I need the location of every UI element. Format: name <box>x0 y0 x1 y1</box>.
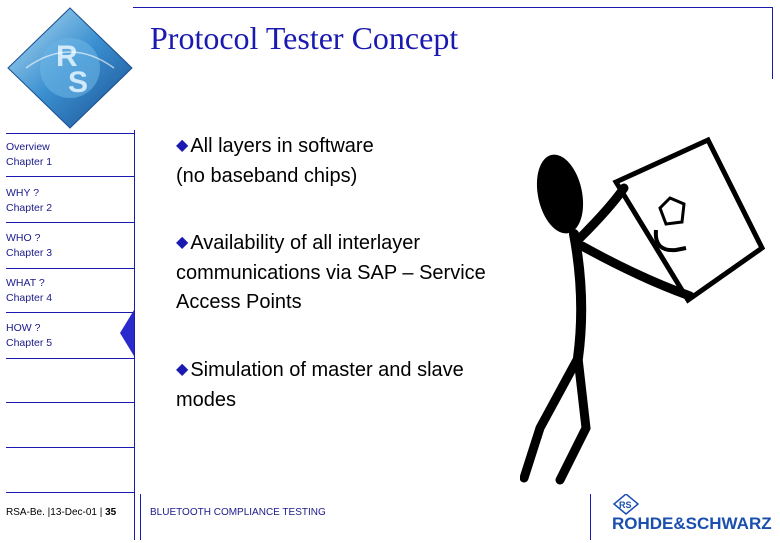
nav-divider <box>6 176 134 177</box>
footer-divider <box>590 494 591 540</box>
sidebar-item-label: Overview <box>6 141 50 153</box>
sidebar-divider <box>134 130 135 540</box>
sidebar-item-label: WHAT ? <box>6 277 45 289</box>
footer-divider <box>6 492 134 493</box>
sidebar-item-sublabel: Chapter 4 <box>6 292 53 304</box>
diamond-bullet-icon: ◆ <box>176 361 189 378</box>
bullet-item: ◆Simulation of master and slave modes <box>176 356 556 415</box>
rohde-schwarz-logo: RS <box>600 493 776 538</box>
bullet-text: communications via SAP – Service <box>176 262 486 284</box>
page-number: 35 <box>105 507 117 518</box>
sidebar-item-how[interactable]: HOW ? Chapter 5 <box>6 321 134 351</box>
page-title: Protocol Tester Concept <box>150 20 459 56</box>
footer-info: RSA-Be. |13-Dec-01 | 35 <box>6 507 116 518</box>
rs-globe-logo: R S <box>6 6 134 130</box>
nav-divider <box>6 268 134 269</box>
sidebar-item-sublabel: Chapter 2 <box>6 202 53 214</box>
sidebar-item-sublabel: Chapter 3 <box>6 247 53 259</box>
diamond-bullet-icon: ◆ <box>176 234 189 251</box>
brand-name: ROHDE&SCHWARZ <box>612 514 772 533</box>
bullet-text: Access Points <box>176 291 302 313</box>
nav-divider <box>6 358 134 359</box>
title-frame <box>133 7 773 79</box>
sidebar-item-what[interactable]: WHAT ? Chapter 4 <box>6 276 134 306</box>
sidebar-item-label: HOW ? <box>6 322 41 334</box>
sidebar-item-overview[interactable]: Overview Chapter 1 <box>6 140 134 170</box>
nav-divider <box>6 312 134 313</box>
sidebar-item-label: WHY ? <box>6 187 40 199</box>
svg-text:S: S <box>68 66 88 99</box>
footer-date-ref: RSA-Be. |13-Dec-01 | <box>6 507 106 518</box>
sidebar-item-why[interactable]: WHY ? Chapter 2 <box>6 186 134 216</box>
nav-divider <box>6 133 134 134</box>
diamond-bullet-icon: ◆ <box>176 137 189 154</box>
bullet-item: ◆Availability of all interlayer communic… <box>176 229 556 317</box>
sidebar-item-label: WHO ? <box>6 232 41 244</box>
sidebar-item-sublabel: Chapter 5 <box>6 337 53 349</box>
bullet-text: (no baseband chips) <box>176 165 358 187</box>
bullet-text: modes <box>176 389 237 411</box>
footer-divider <box>140 494 141 540</box>
svg-text:R: R <box>56 40 78 73</box>
sidebar-item-who[interactable]: WHO ? Chapter 3 <box>6 231 134 261</box>
sidebar-item-sublabel: Chapter 1 <box>6 156 53 168</box>
bullet-item: ◆All layers in software (no baseband chi… <box>176 132 556 191</box>
footer-section-title: BLUETOOTH COMPLIANCE TESTING <box>150 507 326 518</box>
nav-divider <box>6 222 134 223</box>
stick-figure-illustration <box>519 128 770 488</box>
rs-logo-letters: RS <box>619 500 632 510</box>
nav-divider <box>6 447 134 448</box>
bullet-text: Availability of all interlayer <box>190 232 421 254</box>
bullet-text: Simulation of master and slave <box>190 359 464 381</box>
nav-divider <box>6 402 134 403</box>
active-section-indicator <box>118 310 136 356</box>
bullet-text: All layers in software <box>190 135 374 157</box>
